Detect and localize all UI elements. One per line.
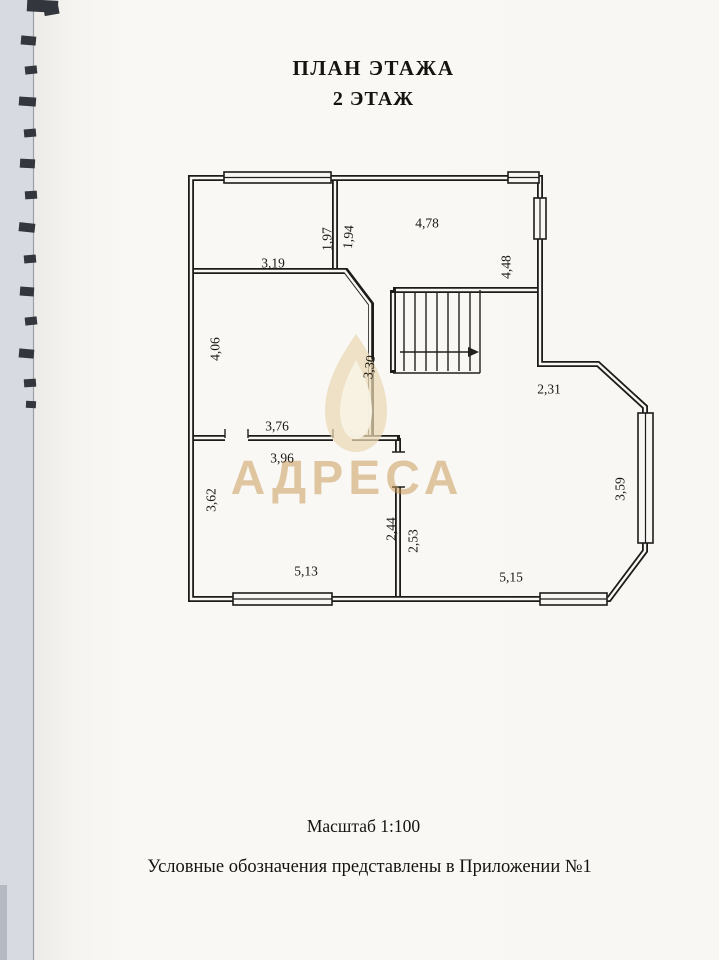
title-line-1: ПЛАН ЭТАЖА — [292, 56, 455, 80]
walls — [188, 175, 648, 602]
watermark-text: АДРЕСА — [231, 452, 464, 505]
dim-label-partition-left-height: 2,44 — [384, 517, 399, 541]
dim-label-mid-left-room-height: 4,06 — [208, 337, 223, 361]
dim-label-lower-right-room-width: 5,15 — [499, 570, 523, 585]
title-line-2: 2 ЭТАЖ — [332, 88, 415, 110]
window-symbol — [533, 197, 547, 240]
legend-note: Условные обозначения представлены в Прил… — [147, 857, 592, 877]
dimension-labels: 3,19 1,97 1,94 4,78 4,48 4,06 3,30 2,31 … — [204, 216, 628, 585]
window-symbol — [507, 171, 540, 184]
dim-label-mid-left-room-width: 3,76 — [265, 419, 289, 434]
window-symbol — [232, 592, 333, 606]
dim-label-hall-height: 1,94 — [340, 224, 357, 249]
windows — [223, 171, 654, 606]
window-symbol — [637, 412, 654, 544]
dim-label-hall-width: 4,78 — [415, 216, 439, 231]
dim-label-upper-right-height: 4,48 — [499, 255, 514, 279]
dim-label-lower-left-room-width: 5,13 — [294, 564, 318, 579]
window-symbol — [223, 171, 332, 184]
stairs — [393, 290, 481, 374]
door-openings — [224, 429, 405, 488]
dim-label-lower-right-room-height: 3,59 — [613, 477, 628, 501]
watermark-logo-icon — [325, 334, 387, 452]
dim-label-lower-left-room-top-width: 3,96 — [270, 451, 294, 466]
dim-label-ledge-width: 2,31 — [537, 382, 561, 397]
dim-label-top-left-room-height: 1,97 — [320, 227, 335, 251]
document-title: ПЛАН ЭТАЖА 2 ЭТАЖ — [14, 56, 719, 111]
window-symbol — [539, 592, 608, 606]
stairs-direction-arrow — [400, 347, 479, 357]
dim-label-partition-right-height: 2,53 — [406, 529, 421, 553]
dim-label-top-left-room-width: 3,19 — [261, 256, 285, 271]
scale-note: Масштаб 1:100 — [306, 816, 421, 836]
watermark: АДРЕСА — [231, 334, 464, 505]
dim-label-corridor-height: 3,30 — [360, 354, 378, 380]
dim-label-lower-left-room-height: 3,62 — [204, 488, 219, 512]
